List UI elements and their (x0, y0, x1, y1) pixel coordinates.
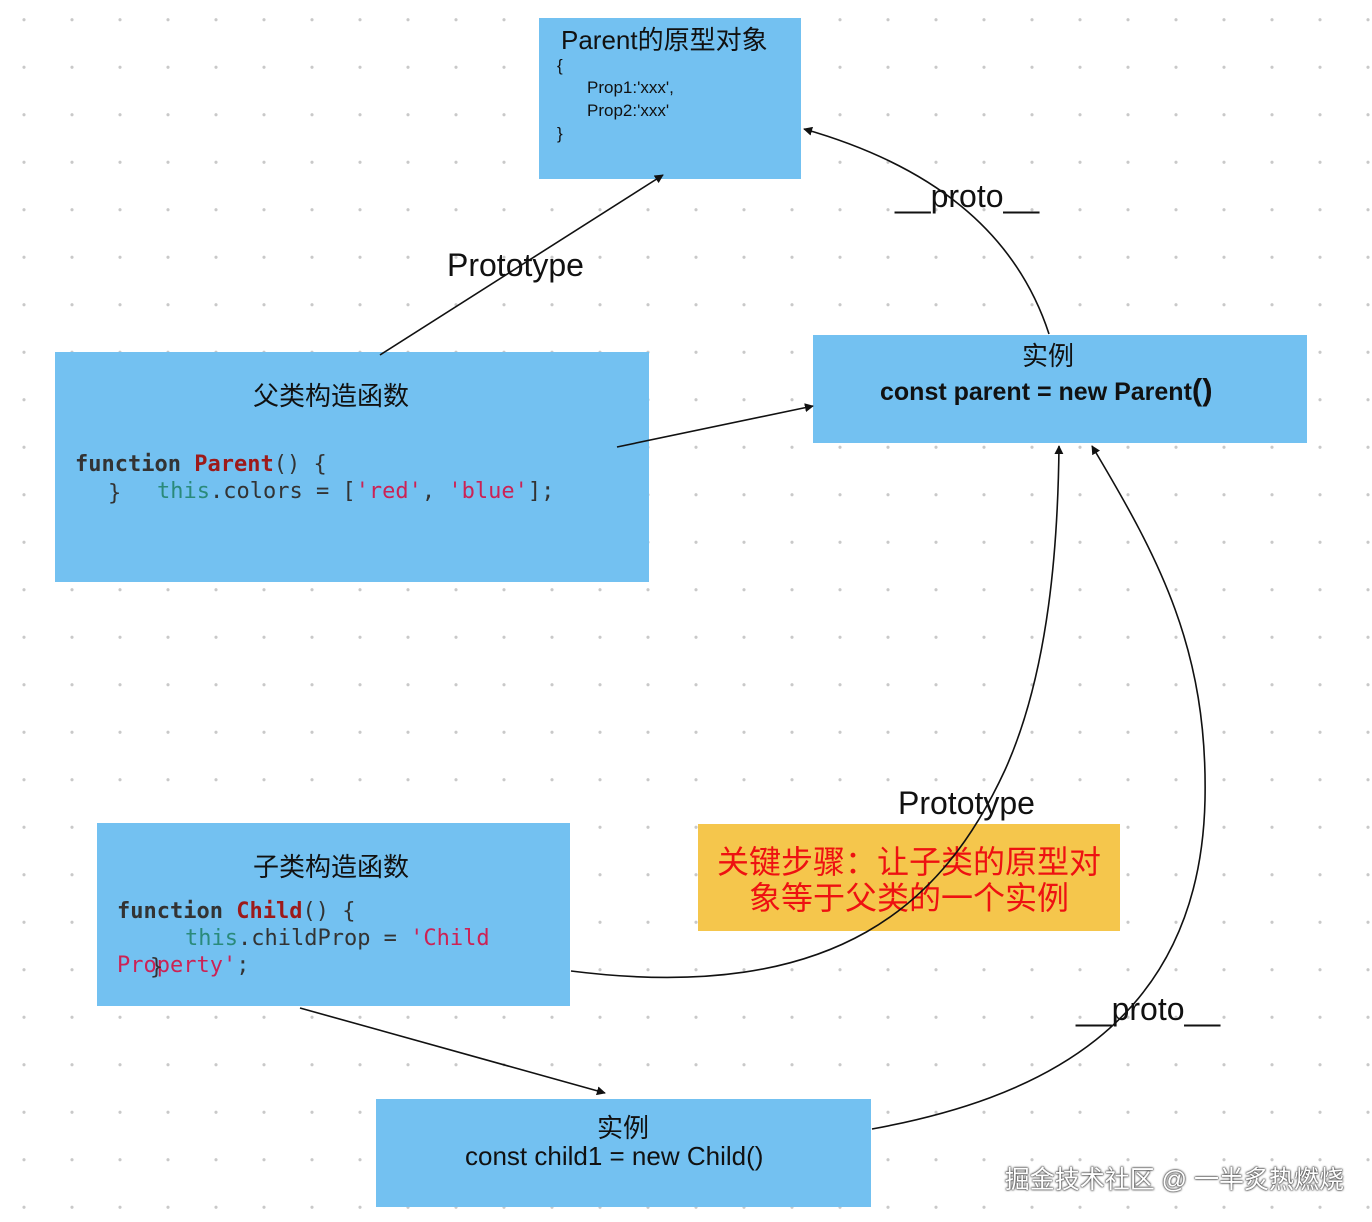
child-constructor-code-line3: Property'; (117, 928, 249, 978)
code-function-name: Child (236, 899, 303, 924)
arrow-parent-instance-proto (803, 126, 1050, 335)
code-string-part-a: 'Child (410, 926, 490, 951)
parent-prototype-line-prop1: Prop1:'xxx', (587, 78, 674, 97)
label-proto-bottom: __proto__ (1076, 991, 1221, 1027)
code-comma: , (421, 479, 449, 504)
parent-prototype-box[interactable] (539, 18, 801, 179)
code-this: this (157, 479, 210, 504)
code-string-red: 'red' (355, 479, 422, 504)
parent-constructor-code-line1: function Parent() { (75, 427, 327, 477)
child-constructor-code-line1: function Child() { (117, 874, 355, 924)
child-constructor-code-line2: this.childProp = 'Child (185, 901, 490, 951)
code-assign: .colors = [ (209, 479, 356, 504)
key-step-note-box[interactable] (698, 824, 1120, 931)
code-assign: .childProp = (237, 926, 411, 951)
code-keyword: function (75, 452, 181, 477)
parent-constructor-code-line2: this.colors = ['red', 'blue']; (157, 454, 554, 504)
parent-prototype-line-prop2: Prop2:'xxx' (587, 101, 670, 120)
parent-instance-code: const parent = new Parent() (880, 374, 1213, 407)
parent-prototype-line-close: } (557, 124, 563, 143)
code-signature: () { (273, 452, 327, 477)
code-end: ]; (527, 479, 555, 504)
child-instance-box[interactable] (376, 1099, 871, 1207)
arrow-child-prototype (570, 445, 1064, 979)
parent-constructor-title: 父类构造函数 (253, 381, 410, 411)
key-step-note-line1: 关键步骤：让子类的原型对 (716, 844, 1101, 880)
code-this: this (185, 926, 238, 951)
label-proto-top: __proto__ (895, 178, 1040, 214)
label-prototype-top: Prototype (447, 247, 584, 283)
code-signature: () { (302, 899, 356, 924)
arrow-child-instance-proto (871, 445, 1206, 1130)
parent-instance-code-parens: () (1191, 372, 1213, 407)
child-constructor-box[interactable] (97, 823, 570, 1006)
parent-prototype-title: Parent的原型对象 (561, 25, 768, 55)
child-instance-title: 实例 (597, 1113, 650, 1143)
child-constructor-title: 子类构造函数 (253, 852, 410, 882)
parent-instance-title: 实例 (1022, 341, 1075, 371)
code-end: ; (236, 953, 250, 978)
child-constructor-code-close: } (150, 955, 164, 980)
label-prototype-bottom: Prototype (898, 785, 1035, 821)
code-string-part-b: Property' (117, 953, 237, 978)
code-string-blue: 'blue' (448, 479, 528, 504)
key-step-note-line2: 象等于父类的一个实例 (748, 880, 1069, 916)
watermark: 掘金技术社区 @ 一半炙热燃烧 (1004, 1166, 1344, 1194)
code-keyword: function (117, 899, 223, 924)
arrow-parent-prototype (379, 174, 664, 356)
arrow-parent-constructor-to-instance (616, 403, 814, 448)
parent-instance-code-text: const parent = new Parent (880, 378, 1192, 406)
parent-constructor-box[interactable] (55, 352, 649, 582)
arrow-child-constructor-to-instance (299, 1007, 606, 1096)
child-instance-code: const child1 = new Child() (465, 1141, 764, 1171)
parent-instance-box[interactable] (813, 335, 1307, 443)
parent-constructor-code-close: } (108, 481, 122, 506)
parent-prototype-line-open: { (557, 56, 563, 75)
code-function-name: Parent (194, 452, 274, 477)
